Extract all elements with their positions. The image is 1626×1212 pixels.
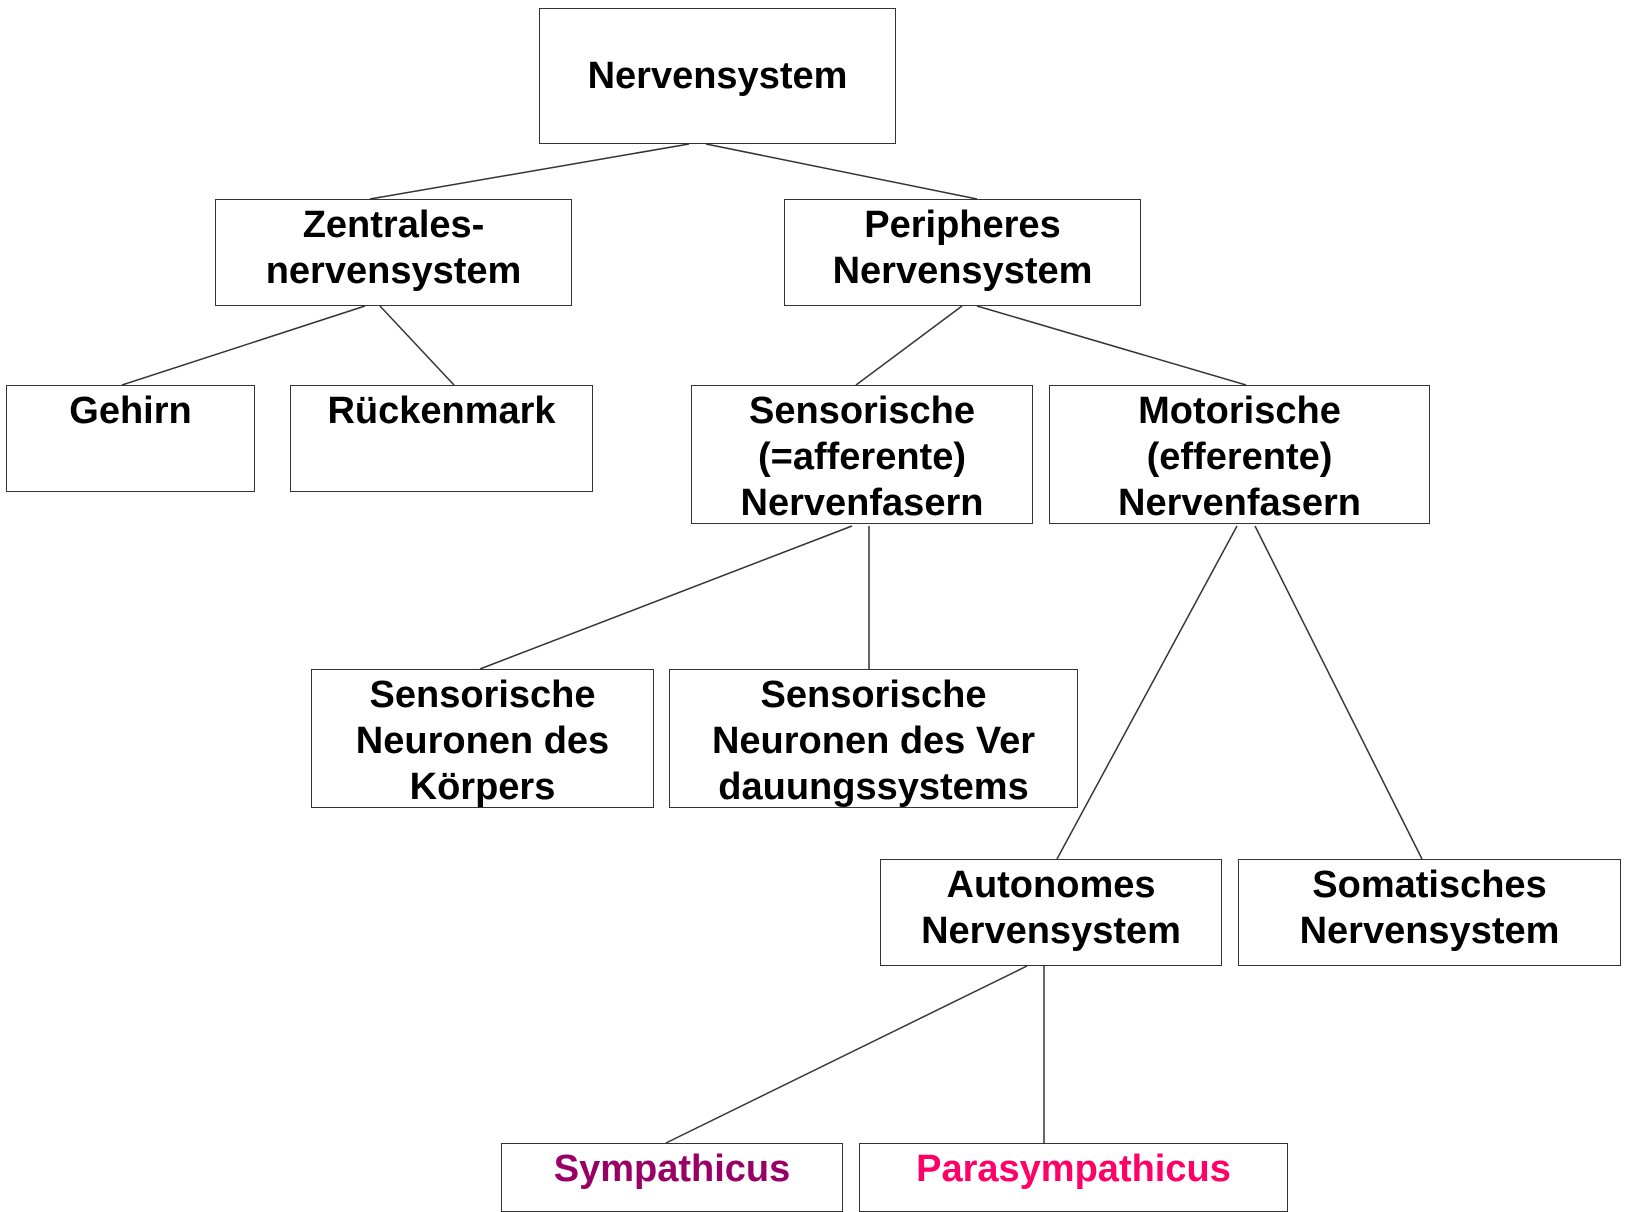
node-sensorische-neuronen-verdauung: Sensorische Neuronen des Ver dauungssyst…: [669, 669, 1078, 808]
edge-root-pns: [705, 143, 978, 200]
node-label-line-1: Peripheres: [864, 204, 1061, 246]
node-label-line-3: Körpers: [409, 766, 556, 808]
node-rueckenmark: Rückenmark: [290, 385, 593, 492]
node-label-line-2: (=afferente): [758, 436, 966, 478]
node-label: Nervensystem: [587, 55, 848, 97]
edge-zns-rueckenmark: [379, 305, 455, 386]
node-motorische-nervenfasern: Motorische (efferente) Nervenfasern: [1049, 385, 1430, 524]
node-sensorische-neuronen-koerper: Sensorische Neuronen des Körpers: [311, 669, 654, 808]
edge-pns-motorisch: [976, 305, 1247, 386]
node-sympathicus: Sympathicus: [501, 1143, 843, 1212]
node-nervensystem: Nervensystem: [539, 8, 896, 144]
node-label: Gehirn: [69, 390, 192, 432]
node-autonomes-nervensystem: Autonomes Nervensystem: [880, 859, 1222, 966]
node-label-line-2: Nervensystem: [1299, 910, 1560, 952]
node-parasympathicus: Parasympathicus: [859, 1143, 1288, 1212]
edge-motorisch-somatisch: [1254, 525, 1423, 860]
node-peripheres-nervensystem: Peripheres Nervensystem: [784, 199, 1141, 306]
node-zentrales-nervensystem: Zentrales- nervensystem: [215, 199, 572, 306]
node-sensorische-nervenfasern: Sensorische (=afferente) Nervenfasern: [691, 385, 1033, 524]
node-label-line-2: Neuronen des: [355, 720, 610, 762]
node-label-line-1: Sensorische: [369, 674, 596, 716]
node-label-line-1: Autonomes: [946, 864, 1156, 906]
node-label-line-2: Nervensystem: [921, 910, 1181, 952]
node-label-line-3: dauungssystems: [718, 766, 1029, 808]
node-label: Sympathicus: [553, 1148, 791, 1190]
edge-autonom-sympathicus: [665, 965, 1028, 1144]
node-label: Rückenmark: [327, 390, 556, 432]
node-label-line-2: nervensystem: [265, 250, 522, 292]
edge-root-zns: [369, 143, 690, 200]
edge-motorisch-autonom: [1056, 525, 1238, 860]
edge-zns-gehirn: [121, 305, 366, 386]
edge-pns-sensorisch: [855, 305, 963, 386]
edge-sensorisch-koerper: [479, 525, 853, 670]
node-label-line-2: Nervensystem: [832, 250, 1093, 292]
node-label-line-2: Neuronen des Ver: [711, 720, 1036, 762]
node-label-line-3: Nervenfasern: [740, 482, 984, 524]
node-label-line-3: Nervenfasern: [1118, 482, 1361, 524]
node-label-line-2: (efferente): [1146, 436, 1333, 478]
node-label-line-1: Zentrales-: [302, 204, 485, 246]
node-label-line-1: Somatisches: [1312, 864, 1547, 906]
node-somatisches-nervensystem: Somatisches Nervensystem: [1238, 859, 1621, 966]
node-label: Parasympathicus: [916, 1148, 1231, 1190]
node-gehirn: Gehirn: [6, 385, 255, 492]
node-label-line-1: Sensorische: [760, 674, 987, 716]
node-label-line-1: Sensorische: [749, 390, 975, 432]
node-label-line-1: Motorische: [1138, 390, 1341, 432]
